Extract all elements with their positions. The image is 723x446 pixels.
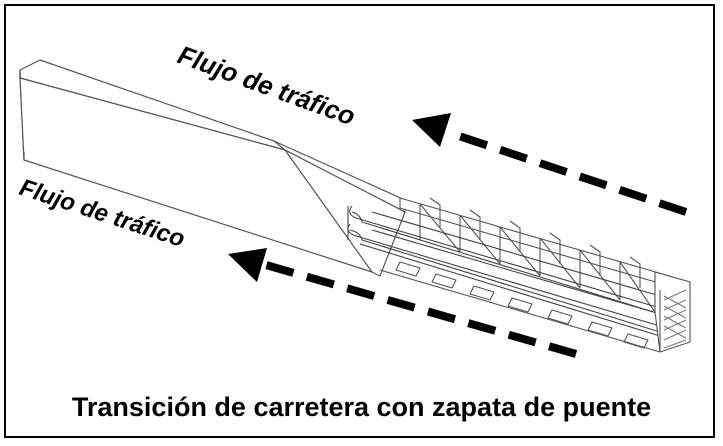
diagram-caption: Transición de carretera con zapata de pu… [71, 392, 652, 422]
concrete-transition-shoe [19, 59, 406, 277]
guardrail-end-assembly [347, 197, 691, 353]
end-terminal-box [654, 271, 691, 353]
support-bays [399, 197, 691, 313]
traffic-flow-arrow-lower [228, 248, 578, 358]
w-beam-rails [347, 205, 661, 337]
base-plates [379, 261, 661, 353]
traffic-flow-arrow-upper [412, 113, 688, 216]
